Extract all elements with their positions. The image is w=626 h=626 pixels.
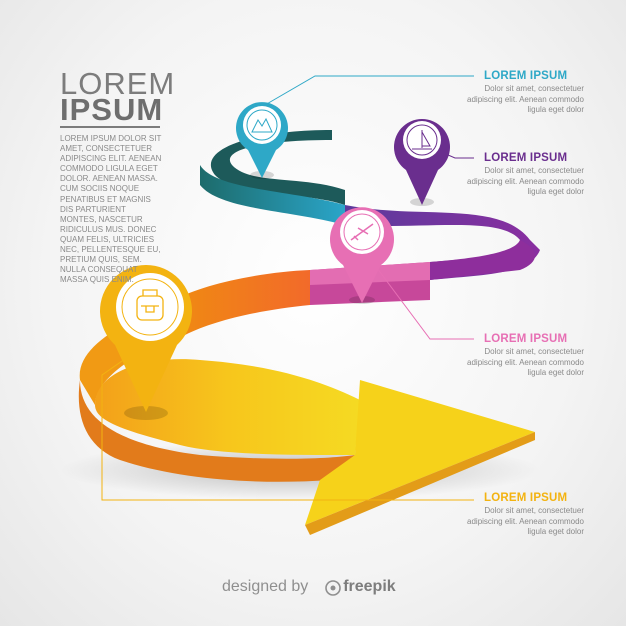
step-4-description: Dolor sit amet, consectetuer adipiscing … <box>467 506 584 536</box>
page-subtitle: IPSUM <box>60 92 164 127</box>
page-title: LOREM <box>60 66 176 101</box>
credit-prefix: designed by <box>222 578 309 595</box>
step-4-heading: LOREM IPSUM <box>484 492 568 504</box>
freepik-logo-icon <box>325 580 341 596</box>
pin-airplane <box>330 207 394 304</box>
title-divider <box>60 126 160 128</box>
step-3-heading: LOREM IPSUM <box>484 333 568 345</box>
step-1-description: Dolor sit amet, consectetuer adipiscing … <box>467 84 584 114</box>
pin-sailboat <box>394 119 450 206</box>
intro-paragraph: LOREM IPSUM DOLOR SIT AMET, CONSECTETUER… <box>60 134 162 285</box>
credit-brand: freepik <box>343 578 396 595</box>
step-2-description: Dolor sit amet, consectetuer adipiscing … <box>467 166 584 196</box>
credit-line: designed by freepik <box>222 578 396 596</box>
step-2-heading: LOREM IPSUM <box>484 152 568 164</box>
step-1-heading: LOREM IPSUM <box>484 70 568 82</box>
pin-beach <box>236 102 288 179</box>
step-3-description: Dolor sit amet, consectetuer adipiscing … <box>467 347 584 377</box>
pin-backpack <box>99 265 192 420</box>
